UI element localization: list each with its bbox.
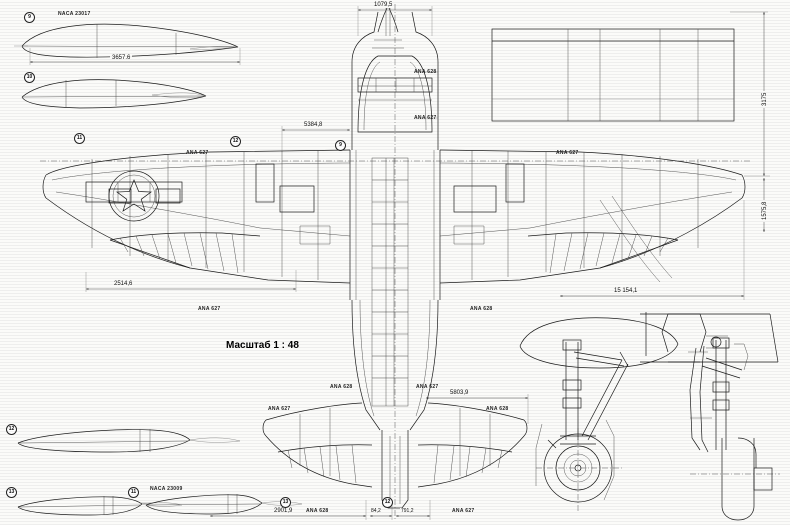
ref-bubble-11-low: 11 (128, 487, 139, 498)
station-label-8: ANA 627 (416, 384, 439, 390)
dimension-lines (85, 6, 770, 520)
station-label-11: ANA 628 (306, 508, 329, 514)
dim-wing-span: 15 154,1 (612, 288, 640, 294)
station-label-4: ANA 627 (414, 115, 437, 121)
dim-aileron-station: 2514,6 (112, 281, 135, 287)
main-landing-gear-side-view (519, 312, 707, 512)
dim-tail-span: 5803,9 (448, 390, 471, 396)
ref-bubble-13-low: 13 (6, 487, 17, 498)
station-label-9: ANA 627 (268, 406, 291, 412)
plan-bubble-12-left: 12 (230, 136, 241, 147)
dim-tail-small-b: 791,2 (400, 508, 415, 514)
station-label-12: ANA 627 (452, 508, 475, 514)
airfoil-section-9 (14, 23, 241, 65)
aircraft-plan-view (40, 4, 750, 520)
airfoil-section-10 (21, 79, 207, 109)
station-label-3: ANA 628 (414, 69, 437, 75)
plan-bubble-13-tail: 13 (280, 497, 291, 508)
dim-height-lower: 1575,8 (762, 199, 768, 222)
main-landing-gear-front-view (661, 313, 780, 521)
station-label-5: ANA 627 (198, 306, 221, 312)
dim-nose-width: 1079,5 (372, 2, 395, 8)
station-label-7: ANA 628 (330, 384, 353, 390)
plan-bubble-11: 11 (74, 133, 85, 144)
airfoil-section-11 (140, 494, 303, 515)
naca-label-23009: NACA 23009 (150, 486, 183, 492)
station-label-2: ANA 627 (556, 150, 579, 156)
plan-bubble-12-tail: 12 (382, 497, 393, 508)
plan-bubble-9-center: 9 (335, 140, 346, 151)
station-label-1: ANA 627 (186, 150, 209, 156)
naca-label-23017: NACA 23017 (58, 11, 91, 17)
dim-fuselage-length: 2901,9 (272, 508, 295, 514)
dim-tail-small-a: 84,2 (370, 508, 382, 514)
dim-height-upper: 3175 (762, 90, 768, 108)
ref-bubble-12-mid: 12 (6, 424, 17, 435)
dim-chord-3657: 3657.6 (110, 55, 133, 61)
wing-structure-detail-panel (491, 11, 768, 176)
dim-inner-panel: 5384,8 (302, 122, 325, 128)
airfoil-section-12 (17, 429, 241, 453)
ref-bubble-9: 9 (24, 12, 35, 23)
station-label-6: ANA 628 (470, 306, 493, 312)
scale-note: Масштаб 1 : 48 (226, 340, 299, 351)
station-label-10: ANA 628 (486, 406, 509, 412)
ref-bubble-10: 10 (24, 72, 35, 83)
roundel-insignia-left (108, 170, 181, 222)
airfoil-section-13 (17, 496, 183, 516)
